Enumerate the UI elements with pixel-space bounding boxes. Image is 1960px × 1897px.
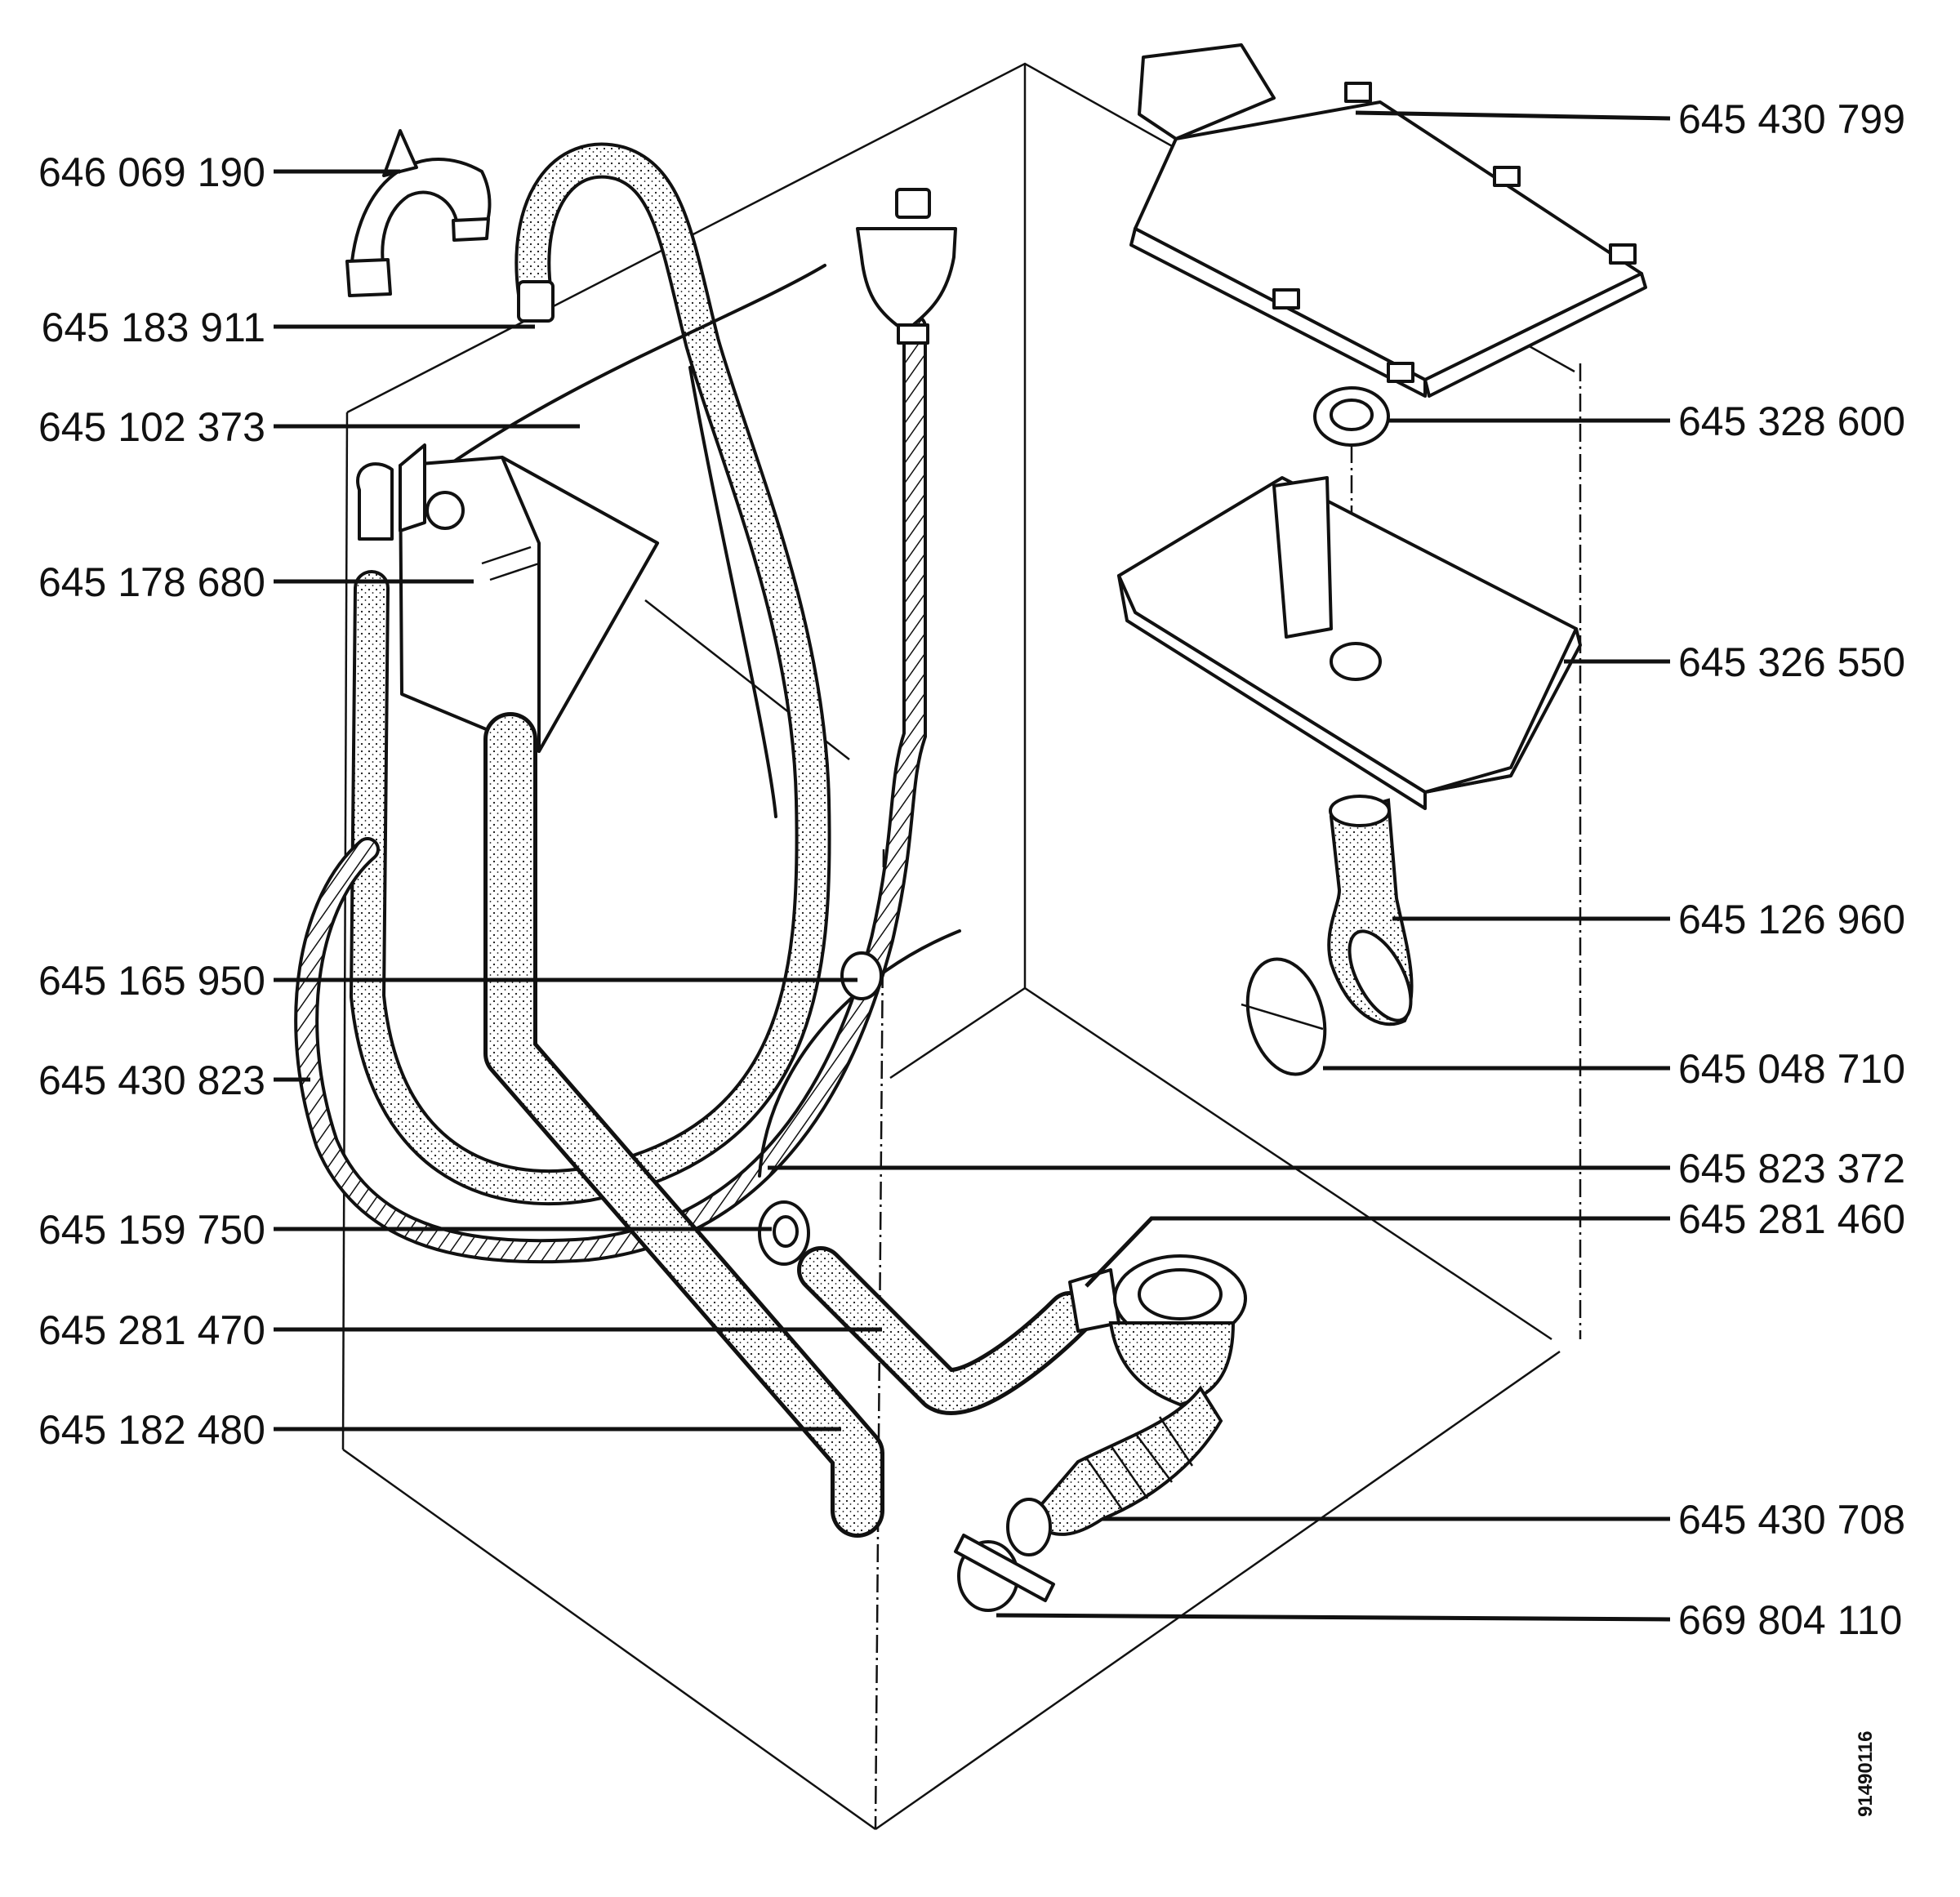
part-label-645-430-708: 645 430 708 bbox=[1678, 1497, 1905, 1543]
part-label-645-126-960: 645 126 960 bbox=[1678, 897, 1905, 942]
part-label-645-823-372: 645 823 372 bbox=[1678, 1146, 1905, 1191]
part-label-645-182-480: 645 182 480 bbox=[38, 1407, 265, 1453]
part-label-645-326-550: 645 326 550 bbox=[1678, 639, 1905, 685]
part-label-645-183-911: 645 183 911 bbox=[42, 305, 265, 350]
part-label-645-102-373: 645 102 373 bbox=[38, 404, 265, 450]
part-label-645-159-750: 645 159 750 bbox=[38, 1207, 265, 1253]
part-label-645-328-600: 645 328 600 bbox=[1678, 399, 1905, 444]
bent-hose-part bbox=[797, 1246, 1094, 1415]
filter-disc-part bbox=[1241, 957, 1327, 1076]
grommet-part bbox=[758, 929, 961, 1178]
outlet-elbow-part bbox=[1327, 795, 1414, 1026]
tub-tray-part bbox=[1117, 476, 1582, 810]
part-label-645-178-680: 645 178 680 bbox=[38, 559, 265, 605]
part-label-645-430-823: 645 430 823 bbox=[38, 1058, 265, 1103]
part-label-645-281-460: 645 281 460 bbox=[1678, 1196, 1905, 1242]
leader-lines bbox=[274, 110, 1671, 1622]
seal-ring-part bbox=[1313, 386, 1390, 531]
ring-seal-part bbox=[758, 1200, 810, 1266]
hose-bracket-part bbox=[345, 129, 492, 297]
pressure-tube-part bbox=[423, 264, 826, 818]
part-label-645-048-710: 645 048 710 bbox=[1678, 1046, 1905, 1092]
document-id: 91490116 bbox=[1855, 1731, 1877, 1817]
part-label-669-804-110: 669 804 110 bbox=[1678, 1597, 1902, 1643]
drain-pipe-part bbox=[483, 712, 884, 1538]
part-label-646-069-190: 646 069 190 bbox=[38, 149, 265, 195]
inlet-valve-part bbox=[856, 188, 957, 345]
labels-right: 645 430 799 645 328 600 645 326 550 645 … bbox=[1678, 96, 1905, 1643]
top-cover-part bbox=[1129, 43, 1647, 398]
labels-left: 646 069 190 645 183 911 645 102 373 645 … bbox=[38, 149, 265, 1453]
part-label-645-430-799: 645 430 799 bbox=[1678, 96, 1905, 142]
part-label-645-165-950: 645 165 950 bbox=[38, 958, 265, 1004]
drain-hose-part bbox=[294, 314, 927, 1264]
hose-clamp-part bbox=[954, 1534, 1055, 1612]
inlet-hose-part bbox=[349, 142, 831, 1206]
dispenser-box-part bbox=[356, 443, 659, 753]
part-label-645-281-470: 645 281 470 bbox=[38, 1307, 265, 1353]
sump-funnel-part bbox=[1068, 1254, 1247, 1407]
bellows-part bbox=[1006, 1385, 1223, 1556]
